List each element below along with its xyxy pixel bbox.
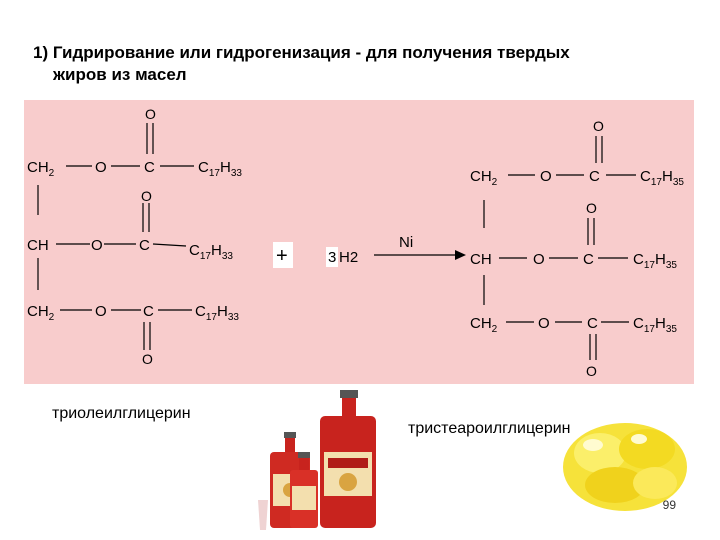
svg-text:C: C (144, 159, 155, 176)
svg-text:O: O (91, 237, 103, 254)
svg-text:CH2: CH2 (470, 315, 498, 335)
svg-text:C17H35: C17H35 (633, 315, 677, 335)
svg-text:CH: CH (27, 237, 49, 254)
svg-text:C17H35: C17H35 (640, 168, 684, 188)
plus-sign: + (276, 245, 288, 267)
svg-text:O: O (533, 251, 545, 268)
svg-text:C: C (589, 168, 600, 185)
svg-text:CH2: CH2 (27, 303, 55, 323)
coef-box (326, 247, 338, 267)
svg-text:CH: CH (470, 251, 492, 268)
svg-text:C: C (587, 315, 598, 332)
svg-text:C: C (143, 303, 154, 320)
svg-text:C: C (583, 251, 594, 268)
reaction-panel (24, 100, 694, 384)
svg-text:O: O (586, 200, 597, 216)
reactant-name: триолеилглицерин (52, 405, 191, 422)
svg-text:O: O (586, 363, 597, 379)
plus-box (273, 242, 293, 268)
title-line-2: жиров из масел (53, 65, 187, 84)
svg-text:O: O (142, 351, 153, 367)
svg-text:C17H33: C17H33 (189, 242, 233, 262)
svg-text:O: O (141, 188, 152, 204)
slide-title: 1) Гидрирование или гидрогенизация - для… (33, 42, 693, 86)
title-line-1: 1) Гидрирование или гидрогенизация - для… (33, 43, 570, 62)
bottles-image (258, 390, 376, 530)
svg-text:CH2: CH2 (27, 159, 55, 179)
svg-text:O: O (593, 118, 604, 134)
page-number: 99 (662, 498, 676, 512)
reagent-coefficient: 3 (328, 249, 336, 266)
svg-text:O: O (538, 315, 550, 332)
svg-text:O: O (95, 303, 107, 320)
reagent-hydrogen: H2 (339, 249, 358, 266)
svg-text:C17H33: C17H33 (198, 159, 242, 179)
svg-text:CH2: CH2 (470, 168, 498, 188)
solid-fat-image (563, 423, 687, 511)
catalyst-label: Ni (399, 234, 413, 251)
svg-text:C17H33: C17H33 (195, 303, 239, 323)
svg-text:C17H35: C17H35 (633, 251, 677, 271)
svg-text:O: O (95, 159, 107, 176)
svg-text:C: C (139, 237, 150, 254)
svg-text:O: O (145, 106, 156, 122)
svg-text:O: O (540, 168, 552, 185)
product-name: тристеароилглицерин (408, 420, 571, 437)
